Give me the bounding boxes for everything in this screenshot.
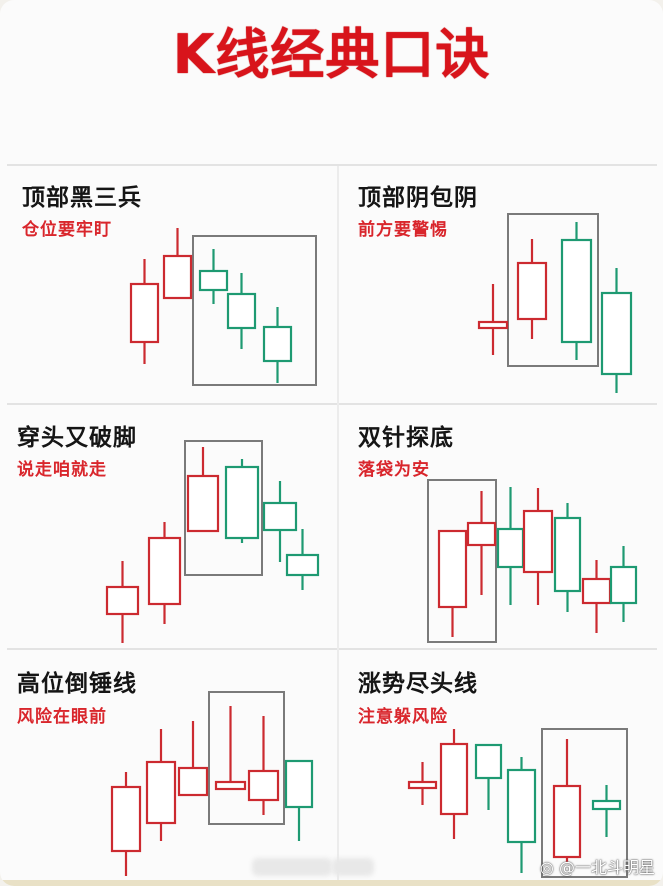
- highlight-box: [208, 691, 285, 825]
- bullish-candle: [177, 721, 209, 797]
- bearish-candle: [553, 503, 582, 612]
- bearish-candle: [284, 759, 314, 841]
- bearish-candle: [600, 268, 633, 393]
- bullish-candle: [516, 239, 548, 339]
- chart-panel-3: [427, 479, 638, 643]
- bullish-candle: [162, 228, 193, 300]
- divider-row-2: [7, 648, 657, 650]
- divider-top: [7, 164, 657, 166]
- chart-panel-1: [477, 213, 633, 393]
- bullish-candle: [437, 529, 468, 637]
- highlight-box: [427, 479, 497, 643]
- watermark-text: @一北斗明星: [558, 858, 655, 877]
- bullish-candle: [407, 762, 438, 805]
- bearish-candle: [285, 529, 320, 590]
- bearish-candle: [591, 785, 622, 837]
- panel-title: 高位倒锤线: [17, 671, 137, 697]
- chart-panel-2: [105, 440, 320, 643]
- blurred-region: [252, 858, 332, 876]
- chart-panel-5: [407, 728, 628, 878]
- highlight-box: [184, 440, 263, 576]
- bearish-candle: [262, 481, 298, 562]
- bullish-candle: [466, 491, 497, 595]
- panel-subtitle: 前方要警惕: [358, 220, 448, 240]
- divider-row-1: [7, 403, 657, 405]
- bullish-candle: [129, 259, 160, 364]
- highlight-box: [541, 728, 628, 878]
- panel-subtitle: 说走咱就走: [17, 460, 107, 480]
- bottom-strip: [0, 880, 663, 886]
- panel-title: 顶部阴包阴: [358, 185, 478, 211]
- page-title: K线经典口诀: [172, 23, 491, 86]
- panel-subtitle: 仓位要牢盯: [22, 220, 112, 240]
- bullish-candle: [522, 488, 554, 605]
- bearish-candle: [506, 757, 537, 873]
- bullish-candle: [477, 284, 509, 355]
- chart-panel-4: [110, 691, 314, 876]
- bearish-candle: [496, 487, 525, 605]
- highlight-box: [192, 235, 317, 386]
- bearish-candle: [474, 743, 503, 810]
- panel-subtitle: 注意躲风险: [358, 707, 448, 727]
- weibo-icon: ◎: [539, 858, 554, 877]
- bullish-candle: [145, 729, 177, 841]
- bullish-candle: [110, 772, 142, 876]
- bearish-candle: [262, 307, 293, 383]
- bullish-candle: [105, 561, 140, 643]
- panel-subtitle: 落袋为安: [358, 460, 430, 480]
- bearish-candle: [609, 546, 638, 622]
- bullish-candle: [552, 739, 582, 863]
- chart-panel-0: [129, 228, 317, 386]
- bullish-candle: [214, 706, 247, 791]
- bullish-candle: [439, 729, 469, 839]
- bullish-candle: [581, 560, 612, 633]
- bullish-candle: [147, 522, 182, 624]
- bearish-candle: [226, 273, 257, 349]
- bullish-candle: [247, 716, 280, 815]
- panel-title: 涨势尽头线: [358, 671, 478, 697]
- bearish-candle: [560, 222, 593, 360]
- panel-title: 双针探底: [358, 425, 454, 451]
- highlight-box: [507, 213, 599, 367]
- bullish-candle: [186, 447, 220, 533]
- panel-title: 穿头又破脚: [17, 425, 137, 451]
- divider-center: [337, 166, 339, 886]
- bearish-candle: [198, 249, 229, 304]
- blurred-region: [332, 858, 374, 876]
- panel-subtitle: 风险在眼前: [17, 707, 107, 727]
- weibo-watermark: ◎ @一北斗明星: [540, 854, 655, 878]
- panel-title: 顶部黑三兵: [22, 185, 142, 211]
- bearish-candle: [224, 459, 260, 543]
